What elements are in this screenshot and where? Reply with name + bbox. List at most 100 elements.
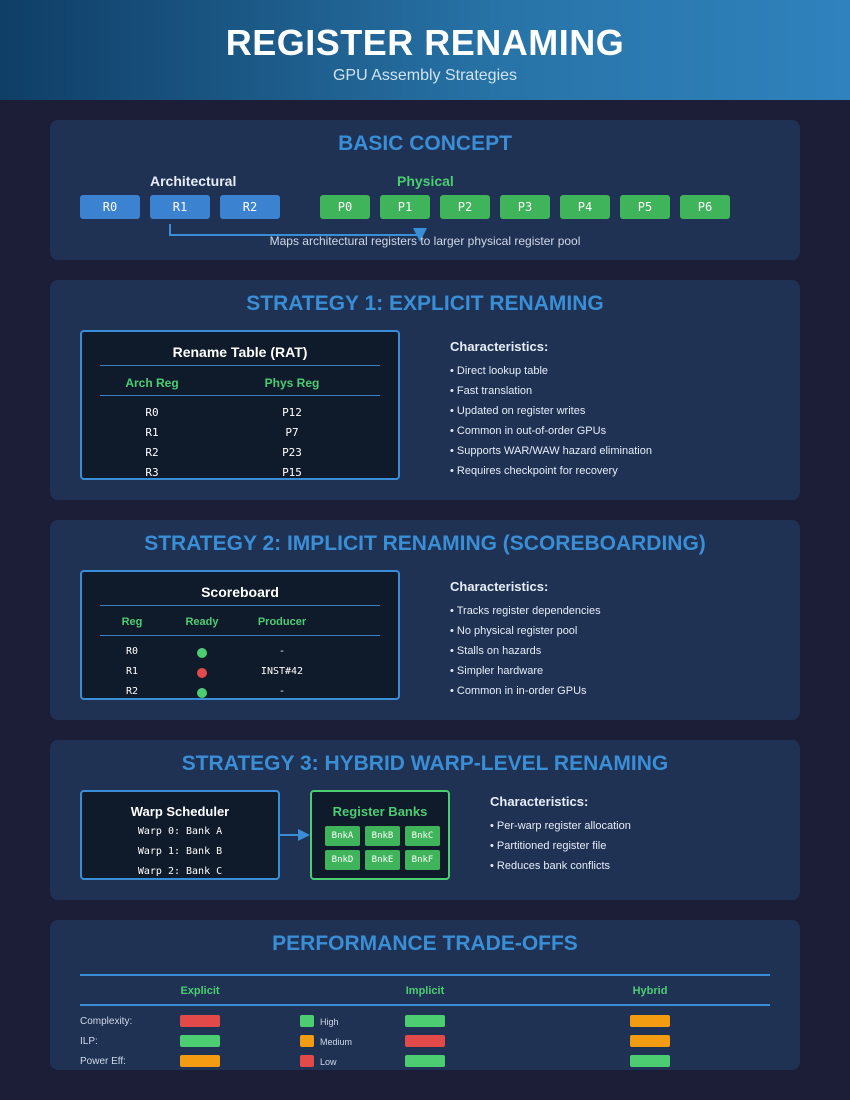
col-arch-reg: Arch Reg [125,376,179,390]
strategy-3-card: STRATEGY 3: HYBRID WARP-LEVEL RENAMING W… [50,740,800,900]
row-label-complexity: Complexity: [80,1016,133,1027]
list-item: Direct lookup table [450,361,652,381]
sb-producer-cell: INST#42 [260,666,304,677]
register-bank: BnkC [405,826,440,846]
s3-characteristics-list: Per-warp register allocation Partitioned… [490,816,631,876]
sb-reg-cell: R0 [125,646,139,657]
physical-label: Physical [397,173,454,189]
sb-reg-cell: R1 [125,666,139,677]
s1-characteristics-list: Direct lookup table Fast translation Upd… [450,361,652,481]
mapping-arrow [169,224,427,242]
ready-indicator [197,668,207,678]
architectural-label: Architectural [150,173,237,189]
list-item: Supports WAR/WAW hazard elimination [450,441,652,461]
list-item: Stalls on hazards [450,641,601,661]
warp-line: Warp 0: Bank A [137,826,223,837]
divider [100,605,380,606]
scheduler-to-banks-arrow [280,829,310,841]
basic-concept-title: BASIC CONCEPT [338,132,512,155]
register-banks-panel: Register Banks BnkA BnkB BnkC BnkD BnkE … [310,790,450,880]
list-item: Partitioned register file [490,836,631,856]
basic-concept-card: BASIC CONCEPT Architectural Physical R0 … [50,120,800,260]
perf-bar [630,1055,670,1067]
mapping-caption: Maps architectural registers to larger p… [269,234,581,248]
arch-reg: R0 [80,195,140,219]
rat-phys-cell: P12 [282,406,302,419]
performance-card: PERFORMANCE TRADE-OFFS Explicit Implicit… [50,920,800,1070]
strategy-1-card: STRATEGY 1: EXPLICIT RENAMING Rename Tab… [50,280,800,500]
rat-arch-cell: R2 [145,446,159,459]
col-hybrid: Hybrid [632,985,668,997]
header: REGISTER RENAMING GPU Assembly Strategie… [0,0,850,100]
rat-phys-cell: P15 [282,466,302,479]
sb-reg-cell: R2 [125,686,139,697]
s3-characteristics-title: Characteristics: [490,794,589,809]
row-label-ilp: ILP: [80,1036,98,1047]
scoreboard-panel: Scoreboard Reg Ready Producer R0 - R1 IN… [80,570,400,700]
divider [80,974,770,976]
phys-reg: P3 [500,195,550,219]
perf-bar [180,1015,220,1027]
list-item: Simpler hardware [450,661,601,681]
col-reg: Reg [121,616,143,628]
warp-line: Warp 1: Bank B [137,846,223,857]
list-item: Reduces bank conflicts [490,856,631,876]
legend-label-medium: Medium [320,1037,353,1047]
s2-characteristics-title: Characteristics: [450,579,549,594]
register-bank: BnkD [325,850,360,870]
strategy-2-card: STRATEGY 2: IMPLICIT RENAMING (SCOREBOAR… [50,520,800,720]
page-title: REGISTER RENAMING [225,22,625,63]
legend-label-low: Low [320,1057,337,1067]
col-implicit: Implicit [405,985,445,997]
rename-table-panel: Rename Table (RAT) Arch Reg Phys Reg R0 … [80,330,400,480]
divider [80,1004,770,1006]
divider [100,635,380,636]
phys-reg: P1 [380,195,430,219]
sb-producer-cell: - [278,646,286,657]
warp-scheduler-title: Warp Scheduler [130,804,230,819]
perf-bar [180,1055,220,1067]
rat-arch-cell: R0 [145,406,159,419]
register-banks-title: Register Banks [332,804,428,819]
ready-indicator [197,688,207,698]
strategy-3-title: STRATEGY 3: HYBRID WARP-LEVEL RENAMING [181,752,669,775]
list-item: No physical register pool [450,621,601,641]
legend-swatch-high [300,1015,314,1027]
perf-bar [405,1035,445,1047]
divider [100,395,380,396]
arch-reg: R1 [150,195,210,219]
col-producer: Producer [257,616,307,628]
perf-bar [180,1035,220,1047]
rat-arch-cell: R3 [145,466,159,479]
phys-reg: P6 [680,195,730,219]
page-subtitle: GPU Assembly Strategies [332,67,518,84]
arch-reg: R2 [220,195,280,219]
register-bank: BnkB [365,826,400,846]
rat-phys-cell: P23 [282,446,302,459]
register-bank: BnkF [405,850,440,870]
col-ready: Ready [185,616,219,628]
phys-reg: P0 [320,195,370,219]
rat-arch-cell: R1 [145,426,159,439]
s2-characteristics-list: Tracks register dependencies No physical… [450,601,601,701]
perf-bar [630,1015,670,1027]
list-item: Updated on register writes [450,401,652,421]
register-bank: BnkE [365,850,400,870]
list-item: Requires checkpoint for recovery [450,461,652,481]
warp-line: Warp 2: Bank C [137,866,223,877]
list-item: Common in in-order GPUs [450,681,601,701]
perf-bar [405,1055,445,1067]
perf-bar [630,1035,670,1047]
phys-reg: P4 [560,195,610,219]
list-item: Common in out-of-order GPUs [450,421,652,441]
rat-phys-cell: P7 [285,426,299,439]
list-item: Tracks register dependencies [450,601,601,621]
strategy-2-title: STRATEGY 2: IMPLICIT RENAMING (SCOREBOAR… [144,532,706,555]
perf-bar [405,1015,445,1027]
sb-producer-cell: - [278,686,286,697]
phys-reg: P5 [620,195,670,219]
warp-scheduler-panel: Warp Scheduler Warp 0: Bank A Warp 1: Ba… [80,790,280,880]
scoreboard-title: Scoreboard [201,584,279,600]
rename-table-title: Rename Table (RAT) [172,344,308,360]
col-phys-reg: Phys Reg [264,376,320,390]
